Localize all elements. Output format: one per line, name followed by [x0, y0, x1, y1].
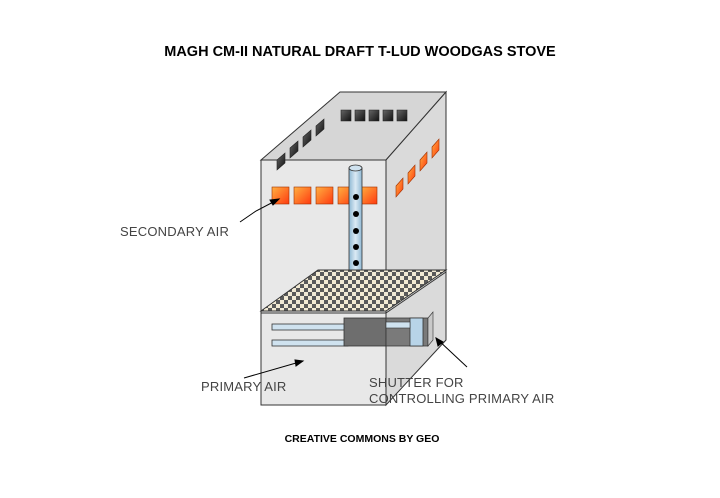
- grate: [259, 269, 448, 312]
- front-secondary-air-holes: [271, 186, 378, 205]
- credit-text: CREATIVE COMMONS BY GEO: [285, 433, 440, 445]
- diagram-title: MAGH CM-II NATURAL DRAFT T-LUD WOODGAS S…: [164, 44, 556, 60]
- side-secondary-air-holes: [395, 138, 440, 198]
- label-shutter-line2: CONTROLLING PRIMARY AIR: [369, 391, 554, 406]
- label-secondary-air: SECONDARY AIR: [120, 224, 229, 239]
- top-vents: [276, 109, 408, 171]
- label-primary-air: PRIMARY AIR: [201, 379, 287, 394]
- leader-lines: [239, 198, 468, 379]
- label-shutter-line1: SHUTTER FOR: [369, 375, 464, 390]
- shutter: [343, 311, 434, 347]
